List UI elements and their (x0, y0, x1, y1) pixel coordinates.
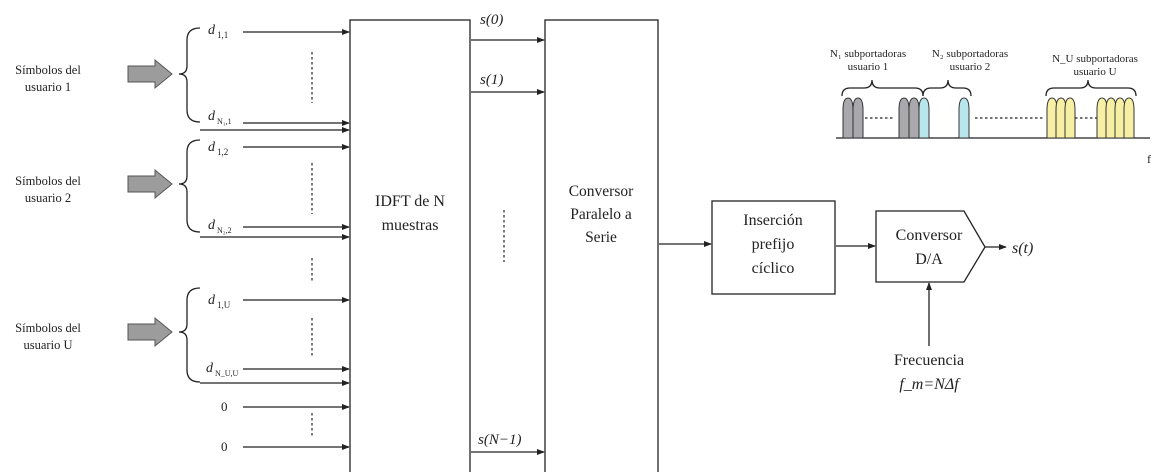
subcarrier-lobe (958, 97, 970, 139)
zero-input-2: 0 (221, 439, 228, 454)
subcarrier-lobe (908, 97, 920, 139)
subcarrier-lobe (1064, 97, 1076, 139)
subcarrier-lobe (852, 97, 864, 139)
user-2-d-first-sub: 1,2 (217, 147, 228, 157)
user-u-group: Símbolos del usuario U d 1,U d N_U,U (15, 287, 313, 383)
group1-label-line2: usuario 1 (848, 61, 889, 73)
idft-block-line1: IDFT de N (375, 193, 445, 210)
subcarrier-lobe (898, 97, 910, 139)
clock-label-line2: f_m=NΔf (899, 376, 961, 393)
subcarrier-lobe (1123, 97, 1135, 139)
user-1-d-last: d (208, 109, 216, 124)
group3-label-line1: N_U subportadoras (1052, 53, 1138, 65)
frequency-axis-label: f (1147, 152, 1151, 166)
subcarrier-lobes (842, 97, 1135, 139)
input-arrow-icon (127, 316, 173, 348)
cyclic-prefix-block (711, 200, 836, 295)
zero-input-1: 0 (221, 399, 228, 414)
subcarrier-lobe (842, 97, 854, 139)
idft-block-line2: muestras (382, 217, 439, 234)
group1-brace (841, 79, 924, 97)
spectrum-diagram: N₁ subportadoras usuario 1 N₂ subportado… (830, 48, 1151, 166)
user-1-d-first: d (208, 23, 216, 38)
ps-block-line3: Serie (585, 229, 617, 246)
sN-label: s(N−1) (478, 432, 521, 448)
idft-input-lines (200, 29, 350, 450)
group3-label-line2: usuario U (1073, 66, 1116, 78)
user-2-label-line2: usuario 2 (25, 191, 71, 205)
group2-brace (922, 79, 972, 97)
clock-label-line1: Frecuencia (894, 352, 964, 369)
subcarrier-lobe (918, 97, 930, 139)
user-1-label-line2: usuario 1 (25, 80, 71, 94)
group3-brace (1045, 79, 1137, 97)
user-1-group: Símbolos del usuario 1 d 1,1 d N₁,1 (15, 23, 313, 126)
ps-block-line2: Paralelo a (570, 206, 632, 223)
input-arrow-icon (127, 58, 173, 90)
group2-label-line1: N₂ subportadoras (932, 48, 1008, 60)
da-block-line2: D/A (915, 251, 943, 268)
s0-label: s(0) (480, 12, 503, 28)
user-u-label-line1: Símbolos del (15, 321, 81, 335)
da-block-line1: Conversor (896, 227, 963, 244)
user-2-group: Símbolos del usuario 2 d 1,2 d N₂,2 (15, 139, 313, 235)
user-1-d-last-sub: N₁,1 (217, 117, 232, 126)
user-2-d-last-sub: N₂,2 (217, 226, 232, 235)
idft-block (349, 19, 471, 472)
user-2-d-last: d (208, 218, 216, 233)
cp-block-line3: cíclico (752, 260, 795, 277)
user-u-d-first: d (208, 293, 216, 308)
parallel-serial-block (544, 19, 659, 472)
user-u-d-last: d (206, 361, 214, 376)
cp-block-line1: Inserción (743, 212, 803, 229)
user-1-d-first-sub: 1,1 (217, 30, 228, 40)
group2-label-line2: usuario 2 (950, 61, 991, 73)
ps-block-line1: Conversor (569, 183, 634, 200)
user-u-brace (178, 287, 201, 383)
group1-label-line1: N₁ subportadoras (830, 48, 906, 60)
input-arrow-icon (127, 168, 173, 200)
user-1-label-line1: Símbolos del (15, 63, 81, 77)
user-u-d-first-sub: 1,U (217, 300, 231, 310)
output-signal-label: s(t) (1012, 240, 1033, 257)
user-2-label-line1: Símbolos del (15, 174, 81, 188)
user-2-brace (178, 139, 201, 233)
user-u-d-last-sub: N_U,U (215, 369, 239, 378)
cp-block-line2: prefijo (752, 236, 795, 253)
user-1-brace (178, 27, 201, 123)
user-2-d-first: d (208, 140, 216, 155)
da-converter-block (875, 210, 986, 283)
user-u-label-line2: usuario U (24, 338, 73, 352)
s1-label: s(1) (480, 72, 503, 88)
